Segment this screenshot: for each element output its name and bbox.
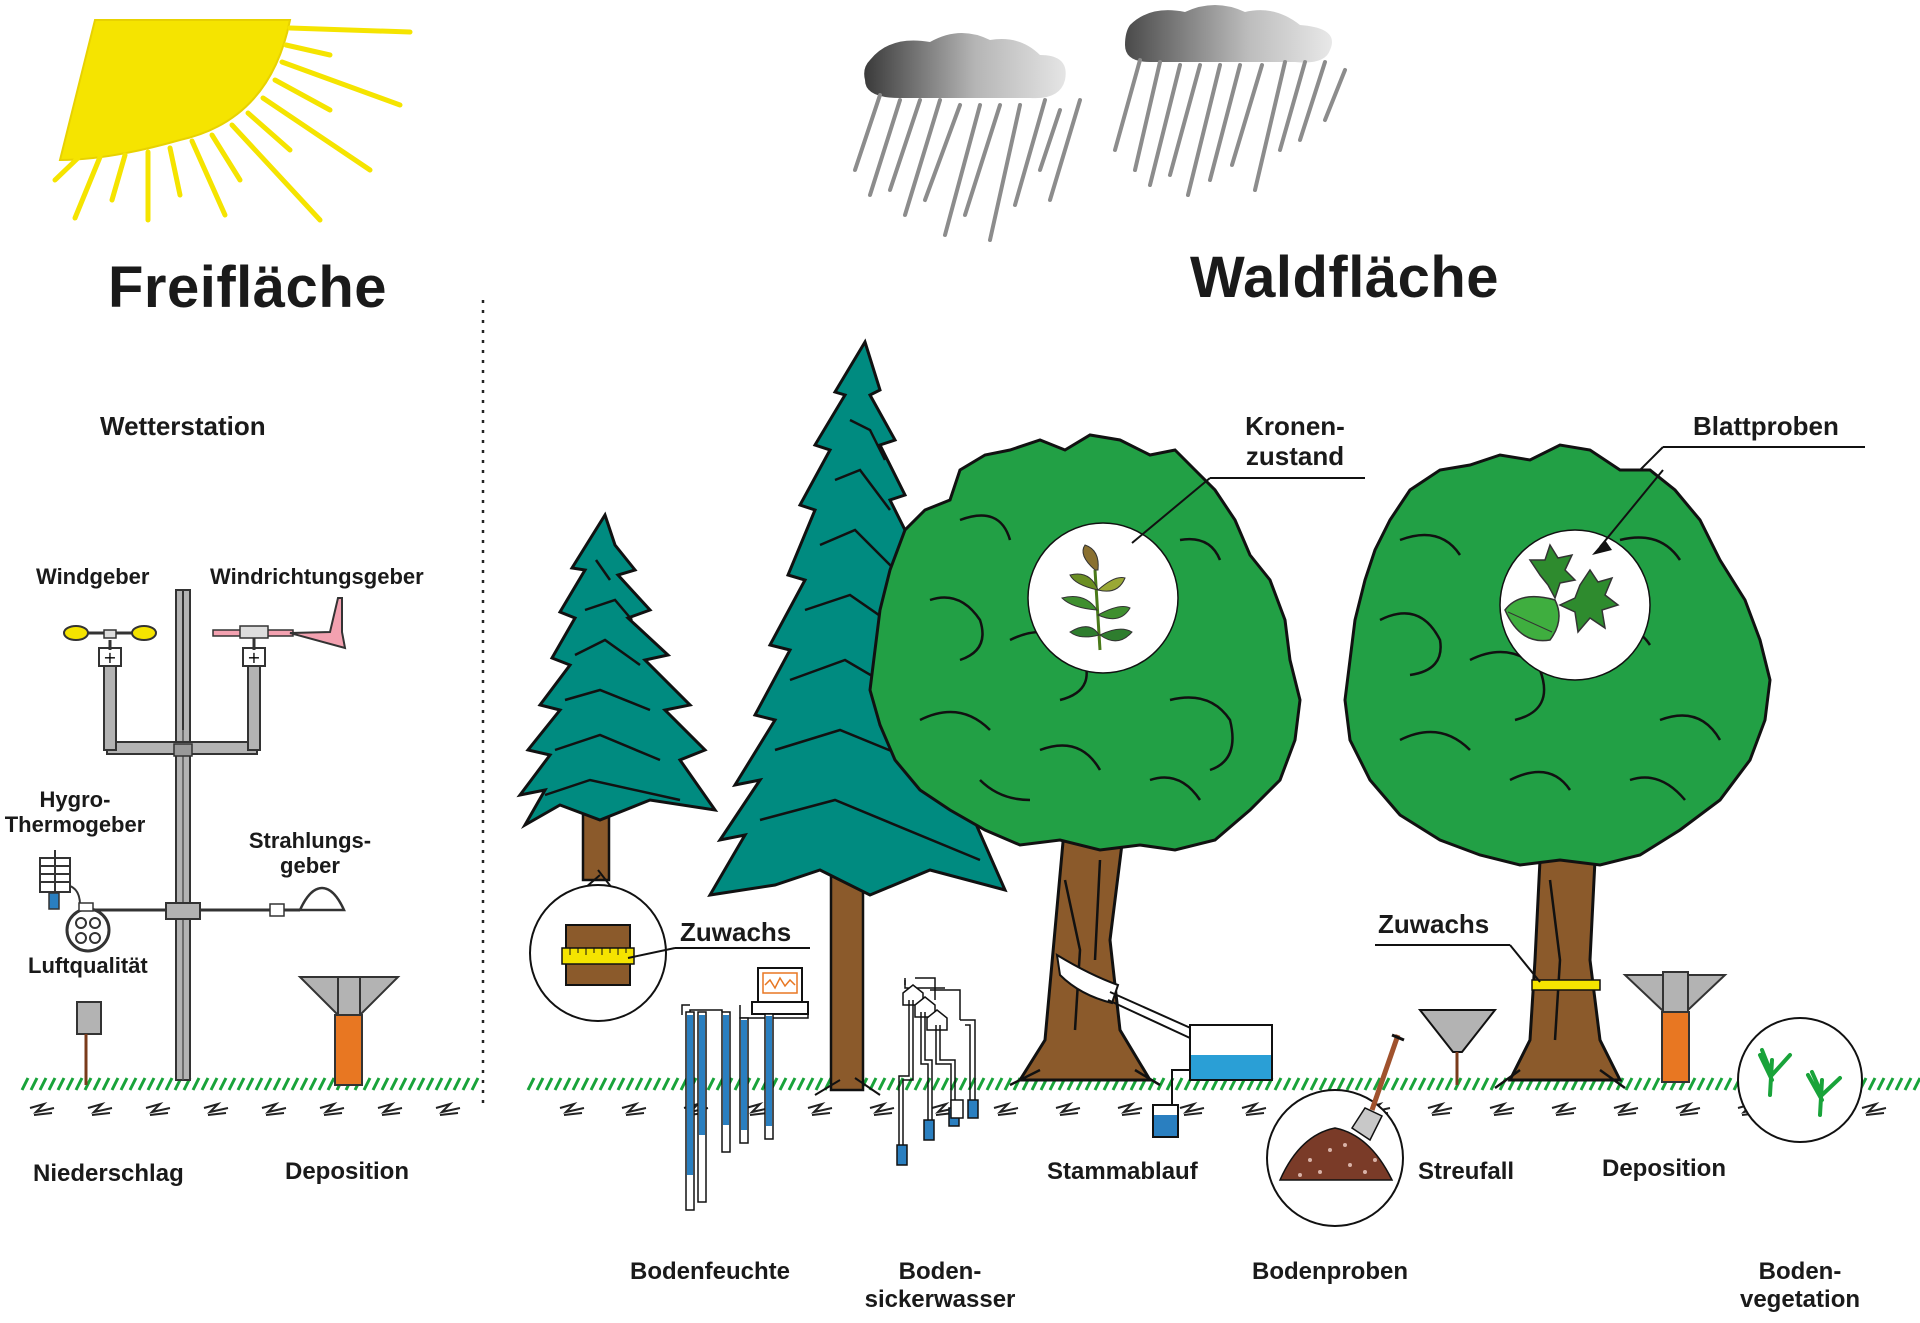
label-wind-sensor: Windgeber xyxy=(36,564,150,589)
deciduous-tree-right xyxy=(1343,443,1865,1090)
label-soil-samples: Bodenproben xyxy=(1252,1258,1408,1285)
precipitation-gauge-icon xyxy=(76,1001,102,1085)
air-quality-sensor-icon xyxy=(65,902,111,953)
svg-text:+: + xyxy=(103,648,116,667)
heading-open-field: Freifläche xyxy=(108,255,387,320)
label-growth-right: Zuwachs xyxy=(1378,909,1490,939)
label-crown-condition: Kronen- zustand xyxy=(1230,411,1360,472)
rain-cloud-left-icon xyxy=(853,32,1082,242)
label-hygro-line1: Hygro- xyxy=(39,787,111,812)
label-growth-left: Zuwachs xyxy=(680,917,792,947)
small-spruce-tree xyxy=(516,511,719,889)
label-soil-moisture: Bodenfeuchte xyxy=(630,1258,791,1285)
svg-text:+: + xyxy=(247,648,260,667)
label-seepage-line2: sickerwasser xyxy=(864,1285,1016,1313)
label-ground-veg-line2: vegetation xyxy=(1739,1285,1861,1313)
label-radiation-line2: geber xyxy=(280,853,340,879)
stemflow-collector-icon xyxy=(1055,953,1273,1138)
sun-icon xyxy=(52,19,413,223)
radiation-sensor-icon xyxy=(269,886,346,917)
label-deposition-open: Deposition xyxy=(285,1158,409,1185)
label-radiation-line1: Strahlungs- xyxy=(248,828,372,853)
weather-station: + + xyxy=(39,589,347,1081)
deposition-sampler-open-icon xyxy=(297,976,401,1086)
label-ground-vegetation: Boden- vegetation xyxy=(1730,1258,1870,1313)
label-stemflow: Stammablauf xyxy=(1047,1158,1198,1185)
growth-measurement-icon xyxy=(529,884,810,1022)
ground-vegetation-icon xyxy=(1737,1017,1863,1143)
label-leaf-samples: Blattproben xyxy=(1693,411,1839,441)
label-hygro-line2: Thermogeber xyxy=(4,812,146,838)
label-soil-seepage: Boden- sickerwasser xyxy=(860,1258,1020,1313)
leaf-samples-icon xyxy=(1504,543,1620,642)
heading-forest: Waldfläche xyxy=(1190,245,1500,310)
label-radiation-sensor: Strahlungs- geber xyxy=(240,828,380,879)
litterfall-collector-icon xyxy=(1417,1009,1498,1085)
soil-seepage-water-sampler-icon xyxy=(896,977,979,1166)
crown-condition-leaf-icon xyxy=(1061,544,1133,651)
soil-samples-icon xyxy=(1266,1033,1405,1227)
label-wind-direction-sensor: Windrichtungsgeber xyxy=(210,564,424,589)
label-weather-station: Wetterstation xyxy=(100,411,266,441)
deciduous-tree-left xyxy=(868,433,1365,1087)
label-precipitation: Niederschlag xyxy=(33,1160,184,1187)
label-litterfall: Streufall xyxy=(1418,1158,1515,1185)
wind-sensor-icon: + xyxy=(63,625,157,667)
deposition-sampler-forest-icon xyxy=(1622,971,1728,1083)
rain-cloud-right-icon xyxy=(1113,5,1347,197)
label-hygro-thermo: Hygro- Thermogeber xyxy=(0,787,150,838)
label-seepage-line1: Boden- xyxy=(898,1258,982,1285)
label-crown-line2: zustand xyxy=(1245,440,1345,471)
hygro-thermo-sensor-icon xyxy=(39,850,81,910)
soil-moisture-sensor-icon xyxy=(681,967,809,1211)
label-deposition-forest: Deposition xyxy=(1602,1155,1726,1182)
label-crown-line1: Kronen- xyxy=(1245,411,1345,441)
label-air-quality: Luftqualität xyxy=(28,953,148,978)
wind-direction-sensor-icon: + xyxy=(212,597,347,667)
label-ground-veg-line1: Boden- xyxy=(1758,1258,1842,1285)
